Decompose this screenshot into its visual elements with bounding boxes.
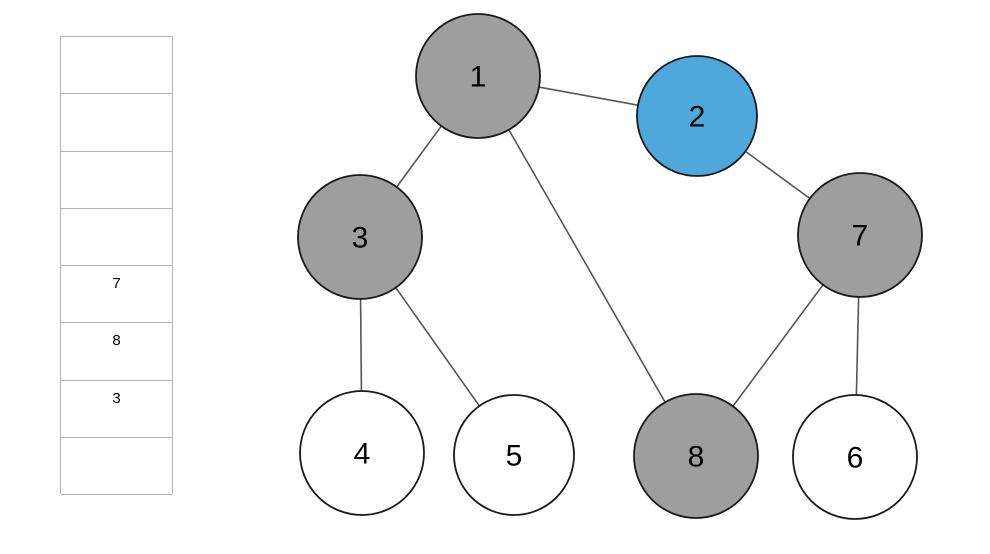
stack-panel: 7 8 3	[60, 36, 173, 495]
graph-edges	[359, 75, 861, 458]
graph-node-circle-3[interactable]	[297, 174, 423, 300]
graph-edge-1-8	[477, 75, 697, 457]
graph-node-label-2: 2	[689, 101, 706, 134]
stack-cell	[61, 152, 172, 209]
graph-node-circle-5[interactable]	[453, 394, 575, 516]
graph-node-3[interactable]: 3	[297, 174, 423, 300]
graph-node-label-5: 5	[506, 440, 523, 473]
graph-node-label-8: 8	[688, 441, 705, 474]
stack-cell	[61, 438, 172, 495]
stack-cell: 3	[61, 381, 172, 438]
graph-node-label-7: 7	[852, 220, 869, 253]
graph-node-label-6: 6	[847, 442, 864, 475]
stack-cell: 7	[61, 266, 172, 324]
graph-node-label-1: 1	[470, 61, 487, 94]
stack-cell-value: 3	[112, 389, 121, 407]
stack-cell	[61, 37, 172, 95]
graph-node-circle-6[interactable]	[792, 394, 918, 520]
graph-node-7[interactable]: 7	[797, 172, 923, 298]
graph-node-2[interactable]: 2	[636, 55, 758, 177]
graph-node-1[interactable]: 1	[415, 13, 541, 139]
graph-node-label-3: 3	[352, 222, 369, 255]
graph-node-label-4: 4	[354, 438, 371, 471]
stack-cell-value: 7	[112, 275, 121, 292]
stack-cell: 8	[61, 323, 172, 381]
stack-cell	[61, 94, 172, 152]
graph-nodes: 1 2 3 7 4 5 8 6	[297, 13, 923, 520]
graph-node-circle-2[interactable]	[636, 55, 758, 177]
graph-node-circle-4[interactable]	[299, 390, 425, 516]
graph-node-5[interactable]: 5	[453, 394, 575, 516]
stack-cell	[61, 209, 172, 266]
graph-node-circle-8[interactable]	[633, 393, 759, 519]
graph-node-circle-1[interactable]	[415, 13, 541, 139]
graph-node-8[interactable]: 8	[633, 393, 759, 519]
graph-node-4[interactable]: 4	[299, 390, 425, 516]
stack-cell-value: 8	[112, 332, 121, 350]
graph-node-circle-7[interactable]	[797, 172, 923, 298]
graph-node-6[interactable]: 6	[792, 394, 918, 520]
